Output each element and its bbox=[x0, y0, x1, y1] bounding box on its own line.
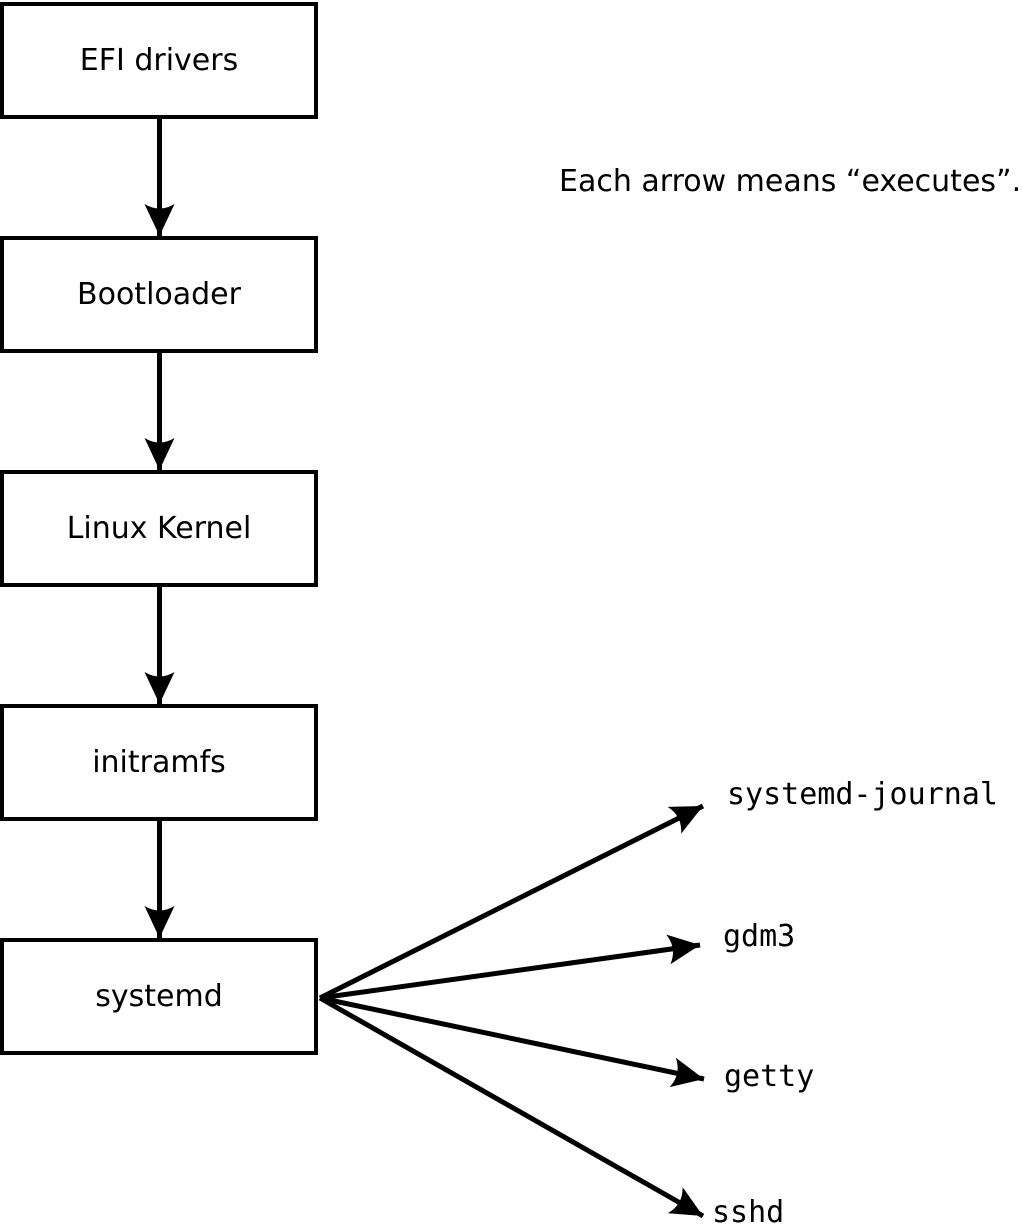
arrow-systemd-to-systemd-journal-icon bbox=[318, 803, 705, 1001]
arrow-systemd-to-gdm3-icon bbox=[319, 934, 701, 1001]
service-label-getty: getty bbox=[724, 1059, 815, 1094]
arrow-systemd-to-getty-icon bbox=[319, 995, 705, 1088]
arrow-systemd-to-sshd-icon bbox=[318, 995, 705, 1219]
node-efi-drivers-label: EFI drivers bbox=[79, 42, 239, 78]
node-initramfs: initramfs bbox=[0, 704, 318, 821]
node-initramfs-label: initramfs bbox=[92, 744, 226, 780]
node-linux-kernel: Linux Kernel bbox=[0, 470, 318, 587]
service-label-systemd-journal: systemd-journal bbox=[727, 777, 998, 812]
node-linux-kernel-label: Linux Kernel bbox=[66, 510, 252, 546]
service-label-gdm3: gdm3 bbox=[723, 919, 796, 954]
node-bootloader: Bootloader bbox=[0, 236, 318, 353]
node-systemd: systemd bbox=[0, 938, 318, 1055]
node-systemd-label: systemd bbox=[95, 978, 223, 1014]
node-bootloader-label: Bootloader bbox=[77, 276, 241, 312]
service-label-sshd: sshd bbox=[712, 1195, 785, 1230]
legend-note: Each arrow means “executes”. bbox=[559, 164, 1022, 199]
node-efi-drivers: EFI drivers bbox=[0, 2, 318, 119]
